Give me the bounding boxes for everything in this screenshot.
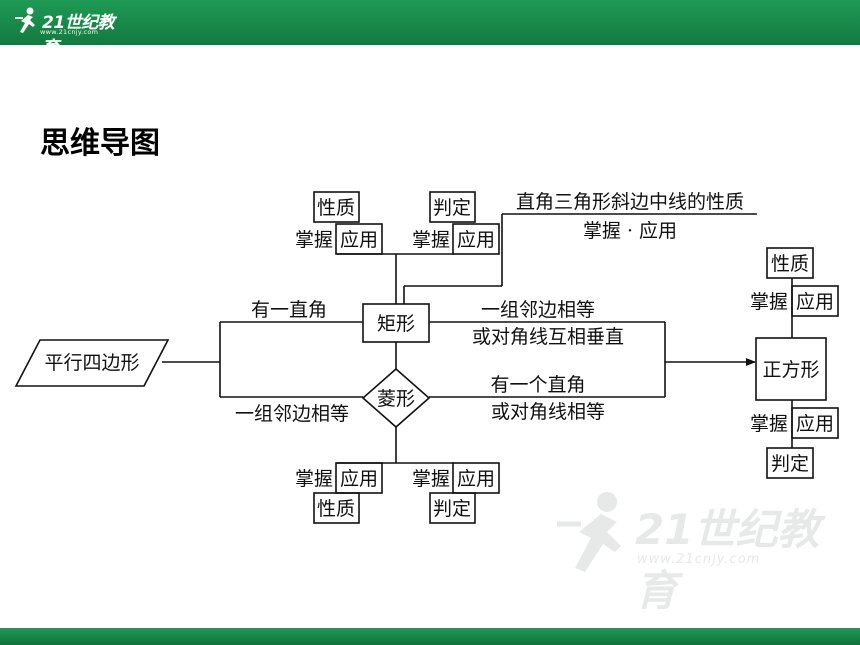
- rhombus-shape: [361, 367, 431, 429]
- square-apply-label-2: 应用: [796, 413, 834, 435]
- property-box: [313, 492, 360, 524]
- edge-label-rect-square-1: 一组邻边相等: [481, 299, 595, 321]
- property-box: [313, 191, 360, 223]
- rhombus-property-label: 性质: [317, 498, 355, 520]
- rect-master-label-2: 掌握: [412, 229, 450, 251]
- rectangle-label: 矩形: [377, 313, 415, 335]
- rect-apply-label-2: 应用: [457, 229, 495, 251]
- runner-logo-icon: [15, 7, 35, 33]
- rect-apply-label: 应用: [340, 229, 378, 251]
- watermark-runner-icon: [557, 492, 621, 572]
- rectangle-shape: [362, 303, 430, 343]
- apply-box: [791, 407, 839, 439]
- parallelogram-label: 平行四边形: [44, 352, 139, 374]
- parallelogram-shape: [14, 339, 170, 387]
- square-apply-label: 应用: [796, 291, 834, 313]
- property-box: [766, 247, 814, 279]
- edge-label-rect-square-2: 或对角线互相垂直: [472, 326, 624, 348]
- brand-logo: 21世纪教育 www.21cnjy.com: [12, 6, 122, 58]
- page-title: 思维导图: [40, 126, 160, 161]
- watermark-url: www.21cnjy.com: [637, 552, 761, 567]
- edge-label-rhombus-square-2: 或对角线相等: [491, 401, 605, 423]
- apply-box: [452, 223, 500, 255]
- square-master-label-2: 掌握: [750, 413, 788, 435]
- edge-label-adjacent-equal: 一组邻边相等: [235, 403, 349, 425]
- apply-box: [452, 462, 500, 494]
- rhombus-apply-label-2: 应用: [457, 468, 495, 490]
- edge-label-rhombus-square-1: 有一个直角: [490, 374, 585, 396]
- logo-text: 21世纪教育: [42, 13, 115, 58]
- bottom-banner: [0, 628, 860, 645]
- rect-master-label: 掌握: [295, 229, 333, 251]
- rhombus-master-label-2: 掌握: [412, 468, 450, 490]
- rhombus-apply-label: 应用: [340, 468, 378, 490]
- watermark-text: 21世纪教育: [635, 505, 820, 615]
- median-theorem-label: 直角三角形斜边中线的性质: [516, 191, 744, 213]
- median-theorem-sub: 掌握 · 应用: [583, 220, 677, 242]
- judgement-box: [766, 447, 814, 479]
- apply-box: [791, 285, 839, 317]
- square-judgement-label: 判定: [771, 453, 809, 475]
- rhombus-judgement-label: 判定: [433, 498, 471, 520]
- top-banner: 21世纪教育 www.21cnjy.com: [0, 0, 860, 58]
- rhombus-master-label: 掌握: [295, 468, 333, 490]
- square-shape: [755, 337, 827, 401]
- edge-label-right-angle: 有一直角: [251, 299, 327, 321]
- watermark: 21世纪教育 www.21cnjy.com: [555, 488, 835, 615]
- rect-judgement-label: 判定: [433, 197, 471, 219]
- rhombus-label: 菱形: [377, 388, 415, 410]
- judgement-box: [429, 492, 476, 524]
- judgement-box: [429, 191, 476, 223]
- logo-url: www.21cnjy.com: [40, 28, 99, 36]
- square-master-label: 掌握: [750, 291, 788, 313]
- square-property-label: 性质: [771, 253, 809, 275]
- apply-box: [335, 223, 383, 255]
- square-label: 正方形: [762, 359, 819, 381]
- rect-property-label: 性质: [317, 197, 355, 219]
